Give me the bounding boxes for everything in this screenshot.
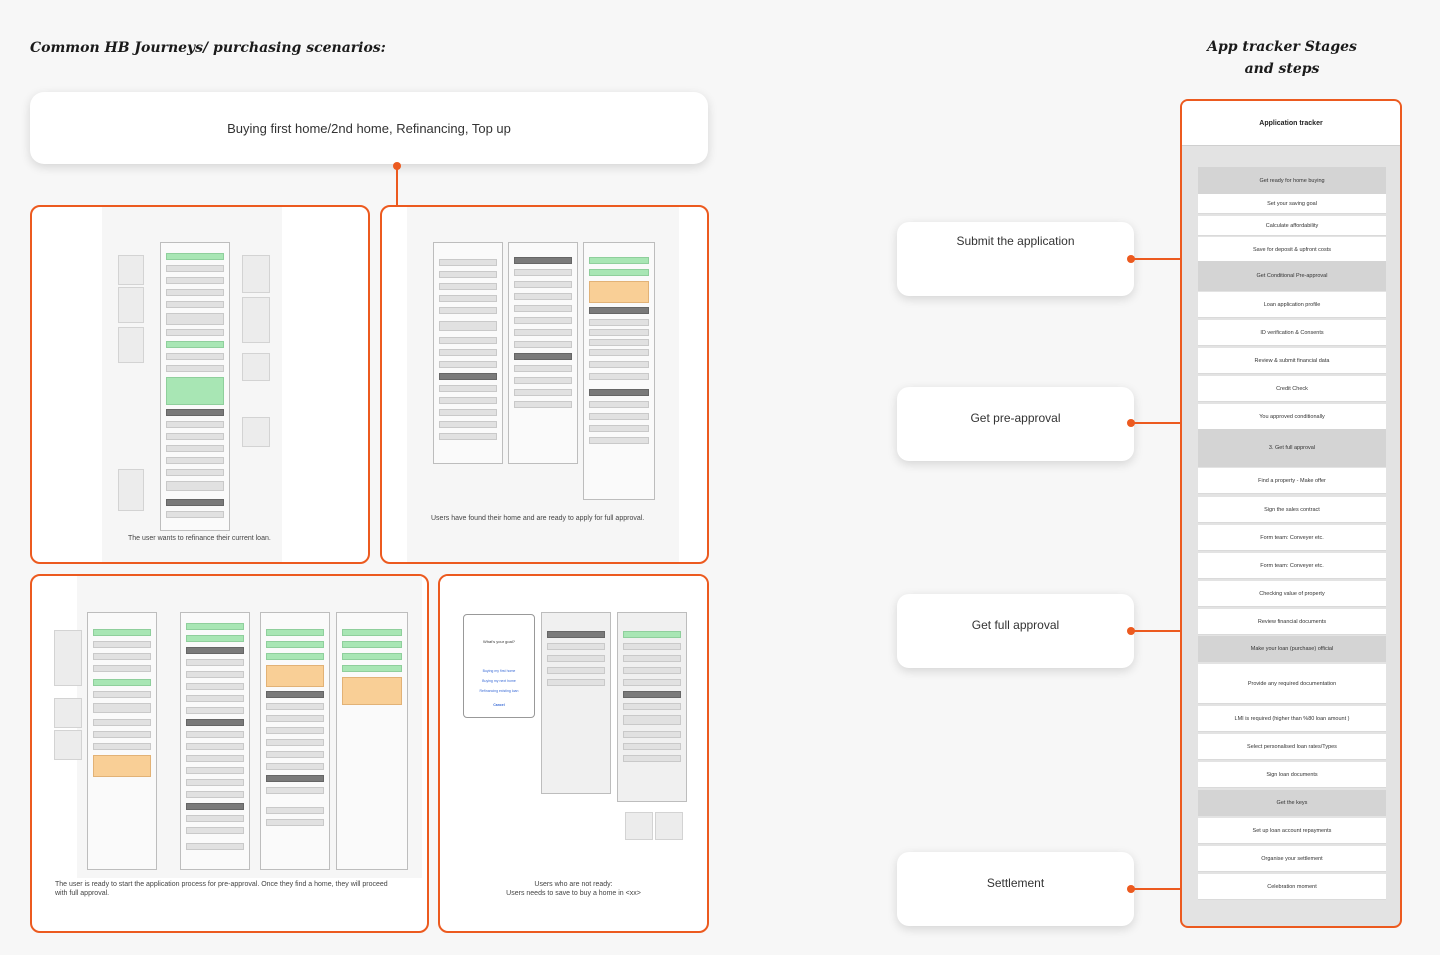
tracker-step-row[interactable]: Set your saving goal (1198, 194, 1386, 214)
goal-option[interactable]: Refinancing existing loan (479, 689, 519, 693)
tracker-section-row[interactable]: Get Conditional Pre-approval (1198, 261, 1386, 291)
sticky-note (118, 287, 144, 323)
goal-cancel[interactable]: Cancel (493, 703, 505, 707)
journey-column (617, 612, 687, 802)
stage-submit-application[interactable]: Submit the application (897, 222, 1134, 296)
sticky-note (54, 630, 82, 686)
caption-line: with full approval. (55, 890, 110, 897)
tracker-step-row[interactable]: Sign loan documents (1198, 762, 1386, 788)
heading-line: App tracker Stages (1207, 39, 1357, 55)
tracker-step-row[interactable]: Save for deposit & upfront costs (1198, 237, 1386, 263)
stage-label: Settlement (986, 876, 1045, 890)
tracker-step-row[interactable]: Review financial documents (1198, 609, 1386, 635)
scenario-frame-full-approval[interactable]: Users have found their home and are read… (380, 205, 709, 564)
scenario-frame-refinance[interactable]: The user wants to refinance their curren… (30, 205, 370, 564)
tracker-section-row[interactable]: Make your loan (purchase) official (1198, 636, 1386, 662)
tracker-step-row[interactable]: ID verification & Consents (1198, 320, 1386, 346)
connector-line (1134, 258, 1180, 260)
connector-dot (1127, 627, 1135, 635)
journey-column (508, 242, 578, 464)
journey-column (87, 612, 157, 870)
heading-line: and steps (1244, 61, 1320, 77)
scenario-frame-not-ready[interactable]: What's your goal? Buying my first home B… (438, 574, 709, 933)
journey-column (541, 612, 611, 794)
journey-column (260, 612, 330, 870)
caption-line: Users who are not ready: (534, 881, 613, 888)
caption-line: The user is ready to start the applicati… (55, 881, 388, 888)
application-tracker: Application tracker Get ready for home b… (1180, 99, 1402, 928)
connector-line (396, 166, 398, 206)
tracker-section-row[interactable]: Get ready for home buying (1198, 167, 1386, 194)
tracker-step-row[interactable]: LMI is required (higher than %80 loan am… (1198, 706, 1386, 732)
sticky-note (242, 297, 270, 343)
journey-column (180, 612, 250, 870)
goal-option[interactable]: Buying my next home (482, 679, 516, 683)
journey-column (583, 242, 655, 500)
scenario-caption: Users have found their home and are read… (431, 515, 645, 522)
connector-line (1134, 888, 1180, 890)
sticky-note (655, 812, 683, 840)
sticky-note (242, 255, 270, 293)
journey-column (433, 242, 503, 464)
connector-line (1134, 630, 1180, 632)
sticky-note (118, 255, 144, 285)
connector-dot (1127, 255, 1135, 263)
scenario-caption: The user is ready to start the applicati… (55, 880, 388, 898)
tracker-step-row[interactable]: Find a property - Make offer (1198, 468, 1386, 494)
connector-dot (1127, 885, 1135, 893)
tracker-step-row[interactable]: Provide any required documentation (1198, 664, 1386, 704)
tracker-step-row[interactable]: Organise your settlement (1198, 846, 1386, 872)
sticky-note (242, 417, 270, 447)
stage-full-approval[interactable]: Get full approval (897, 594, 1134, 668)
tracker-step-row[interactable]: Review & submit financial data (1198, 348, 1386, 374)
tracker-step-row[interactable]: Credit Check (1198, 376, 1386, 402)
sticky-note (118, 327, 144, 363)
scenario-caption: Users who are not ready: Users needs to … (440, 880, 707, 898)
journey-summary-card[interactable]: Buying first home/2nd home, Refinancing,… (30, 92, 708, 164)
journey-column (160, 242, 230, 531)
journey-column (336, 612, 408, 870)
tracker-step-row[interactable]: You approved conditionally (1198, 404, 1386, 430)
stage-label: Submit the application (956, 234, 1075, 248)
sticky-note (54, 730, 82, 760)
tracker-step-row[interactable]: Celebration moment (1198, 874, 1386, 900)
goal-option[interactable]: Buying my first home (482, 669, 516, 673)
tracker-title: Application tracker (1182, 101, 1400, 146)
sticky-note (625, 812, 653, 840)
tracker-step-row[interactable]: Set up loan account repayments (1198, 818, 1386, 844)
stage-label: Get pre-approval (970, 411, 1061, 425)
tracker-step-row[interactable]: Calculate affordability (1198, 216, 1386, 236)
tracker-step-row[interactable]: Form team: Conveyer etc. (1198, 525, 1386, 551)
tracker-step-row[interactable]: Form team: Conveyer etc. (1198, 553, 1386, 579)
connector-line (1134, 422, 1180, 424)
journey-summary-label: Buying first home/2nd home, Refinancing,… (227, 120, 511, 136)
goal-question: What's your goal? (483, 639, 515, 644)
tracker-step-row[interactable]: Select personalised loan rates/Types (1198, 734, 1386, 760)
tracker-step-row[interactable]: Loan application profile (1198, 292, 1386, 318)
page-heading-journeys: Common HB Journeys/ purchasing scenarios… (30, 40, 386, 56)
tracker-section-row[interactable]: 3. Get full approval (1198, 429, 1386, 467)
sticky-note (242, 353, 270, 381)
tracker-step-row[interactable]: Checking value of property (1198, 581, 1386, 607)
sticky-note (54, 698, 82, 728)
page-heading-tracker: App tracker Stages and steps (1180, 36, 1384, 80)
scenario-frame-pre-approval[interactable]: The user is ready to start the applicati… (30, 574, 429, 933)
scenario-caption: The user wants to refinance their curren… (128, 535, 271, 542)
sticky-note (118, 469, 144, 511)
caption-line: Users needs to save to buy a home in <xx… (506, 890, 641, 897)
connector-dot (1127, 419, 1135, 427)
stage-label: Get full approval (971, 618, 1060, 632)
tracker-step-row[interactable]: Sign the sales contract (1198, 497, 1386, 523)
tracker-section-row[interactable]: Get the keys (1198, 790, 1386, 816)
goal-phone-screen: What's your goal? Buying my first home B… (463, 614, 535, 718)
stage-settlement[interactable]: Settlement (897, 852, 1134, 926)
stage-pre-approval[interactable]: Get pre-approval (897, 387, 1134, 461)
